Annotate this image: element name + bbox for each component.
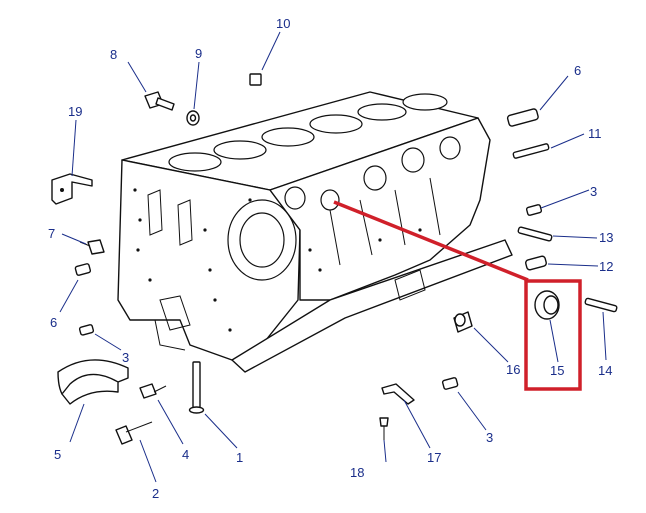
part-3-dowel-left bbox=[78, 324, 95, 336]
part-3-dowel-bottom bbox=[441, 377, 459, 390]
part-10-dowel bbox=[249, 73, 262, 86]
callout-6-left: 6 bbox=[50, 315, 57, 330]
callout-9: 9 bbox=[195, 46, 202, 61]
part-19-bracket bbox=[51, 173, 93, 205]
part-18-screw bbox=[379, 417, 389, 440]
highlight-indicator bbox=[333, 200, 582, 391]
part-5-bearing-cap bbox=[57, 359, 129, 405]
callout-3-right: 3 bbox=[590, 184, 597, 199]
part-4-bolt bbox=[139, 383, 167, 399]
part-11-stud bbox=[512, 143, 550, 159]
callout-18: 18 bbox=[350, 465, 364, 480]
callout-17: 17 bbox=[427, 450, 441, 465]
callout-6-right: 6 bbox=[574, 63, 581, 78]
callout-14: 14 bbox=[598, 363, 612, 378]
part-7-stud bbox=[79, 239, 105, 255]
cylinder-block bbox=[117, 91, 513, 373]
callout-2: 2 bbox=[152, 486, 159, 501]
callout-19: 19 bbox=[68, 104, 82, 119]
callout-labels: 1 2 3 3 3 4 5 6 6 7 8 9 10 11 12 13 14 1… bbox=[48, 16, 613, 501]
part-8-bolt bbox=[144, 91, 175, 111]
part-6-dowel-left bbox=[74, 263, 92, 276]
callout-4: 4 bbox=[182, 447, 189, 462]
callout-13: 13 bbox=[599, 230, 613, 245]
leader-lines bbox=[59, 31, 607, 483]
callout-3-left: 3 bbox=[122, 350, 129, 365]
callout-12: 12 bbox=[599, 259, 613, 274]
callout-5: 5 bbox=[54, 447, 61, 462]
callout-7: 7 bbox=[48, 226, 55, 241]
part-12-dowel bbox=[525, 255, 547, 271]
part-6-dowel-right bbox=[506, 108, 539, 127]
callout-8: 8 bbox=[110, 47, 117, 62]
callout-3-bottom: 3 bbox=[486, 430, 493, 445]
callout-10: 10 bbox=[276, 16, 290, 31]
part-3-dowel-right bbox=[525, 204, 543, 216]
part-17-clip bbox=[381, 383, 415, 405]
callout-1: 1 bbox=[236, 450, 243, 465]
part-16-bush bbox=[453, 311, 473, 333]
callout-15: 15 bbox=[550, 363, 564, 378]
part-1-bolt bbox=[188, 361, 205, 414]
part-13-stud bbox=[517, 226, 553, 242]
part-15-oil-seal bbox=[534, 290, 560, 320]
callout-16: 16 bbox=[506, 362, 520, 377]
part-2-stud bbox=[115, 421, 153, 445]
part-9-sealing-washer bbox=[186, 110, 200, 126]
part-14-stud bbox=[584, 297, 618, 313]
callout-11: 11 bbox=[588, 126, 602, 141]
